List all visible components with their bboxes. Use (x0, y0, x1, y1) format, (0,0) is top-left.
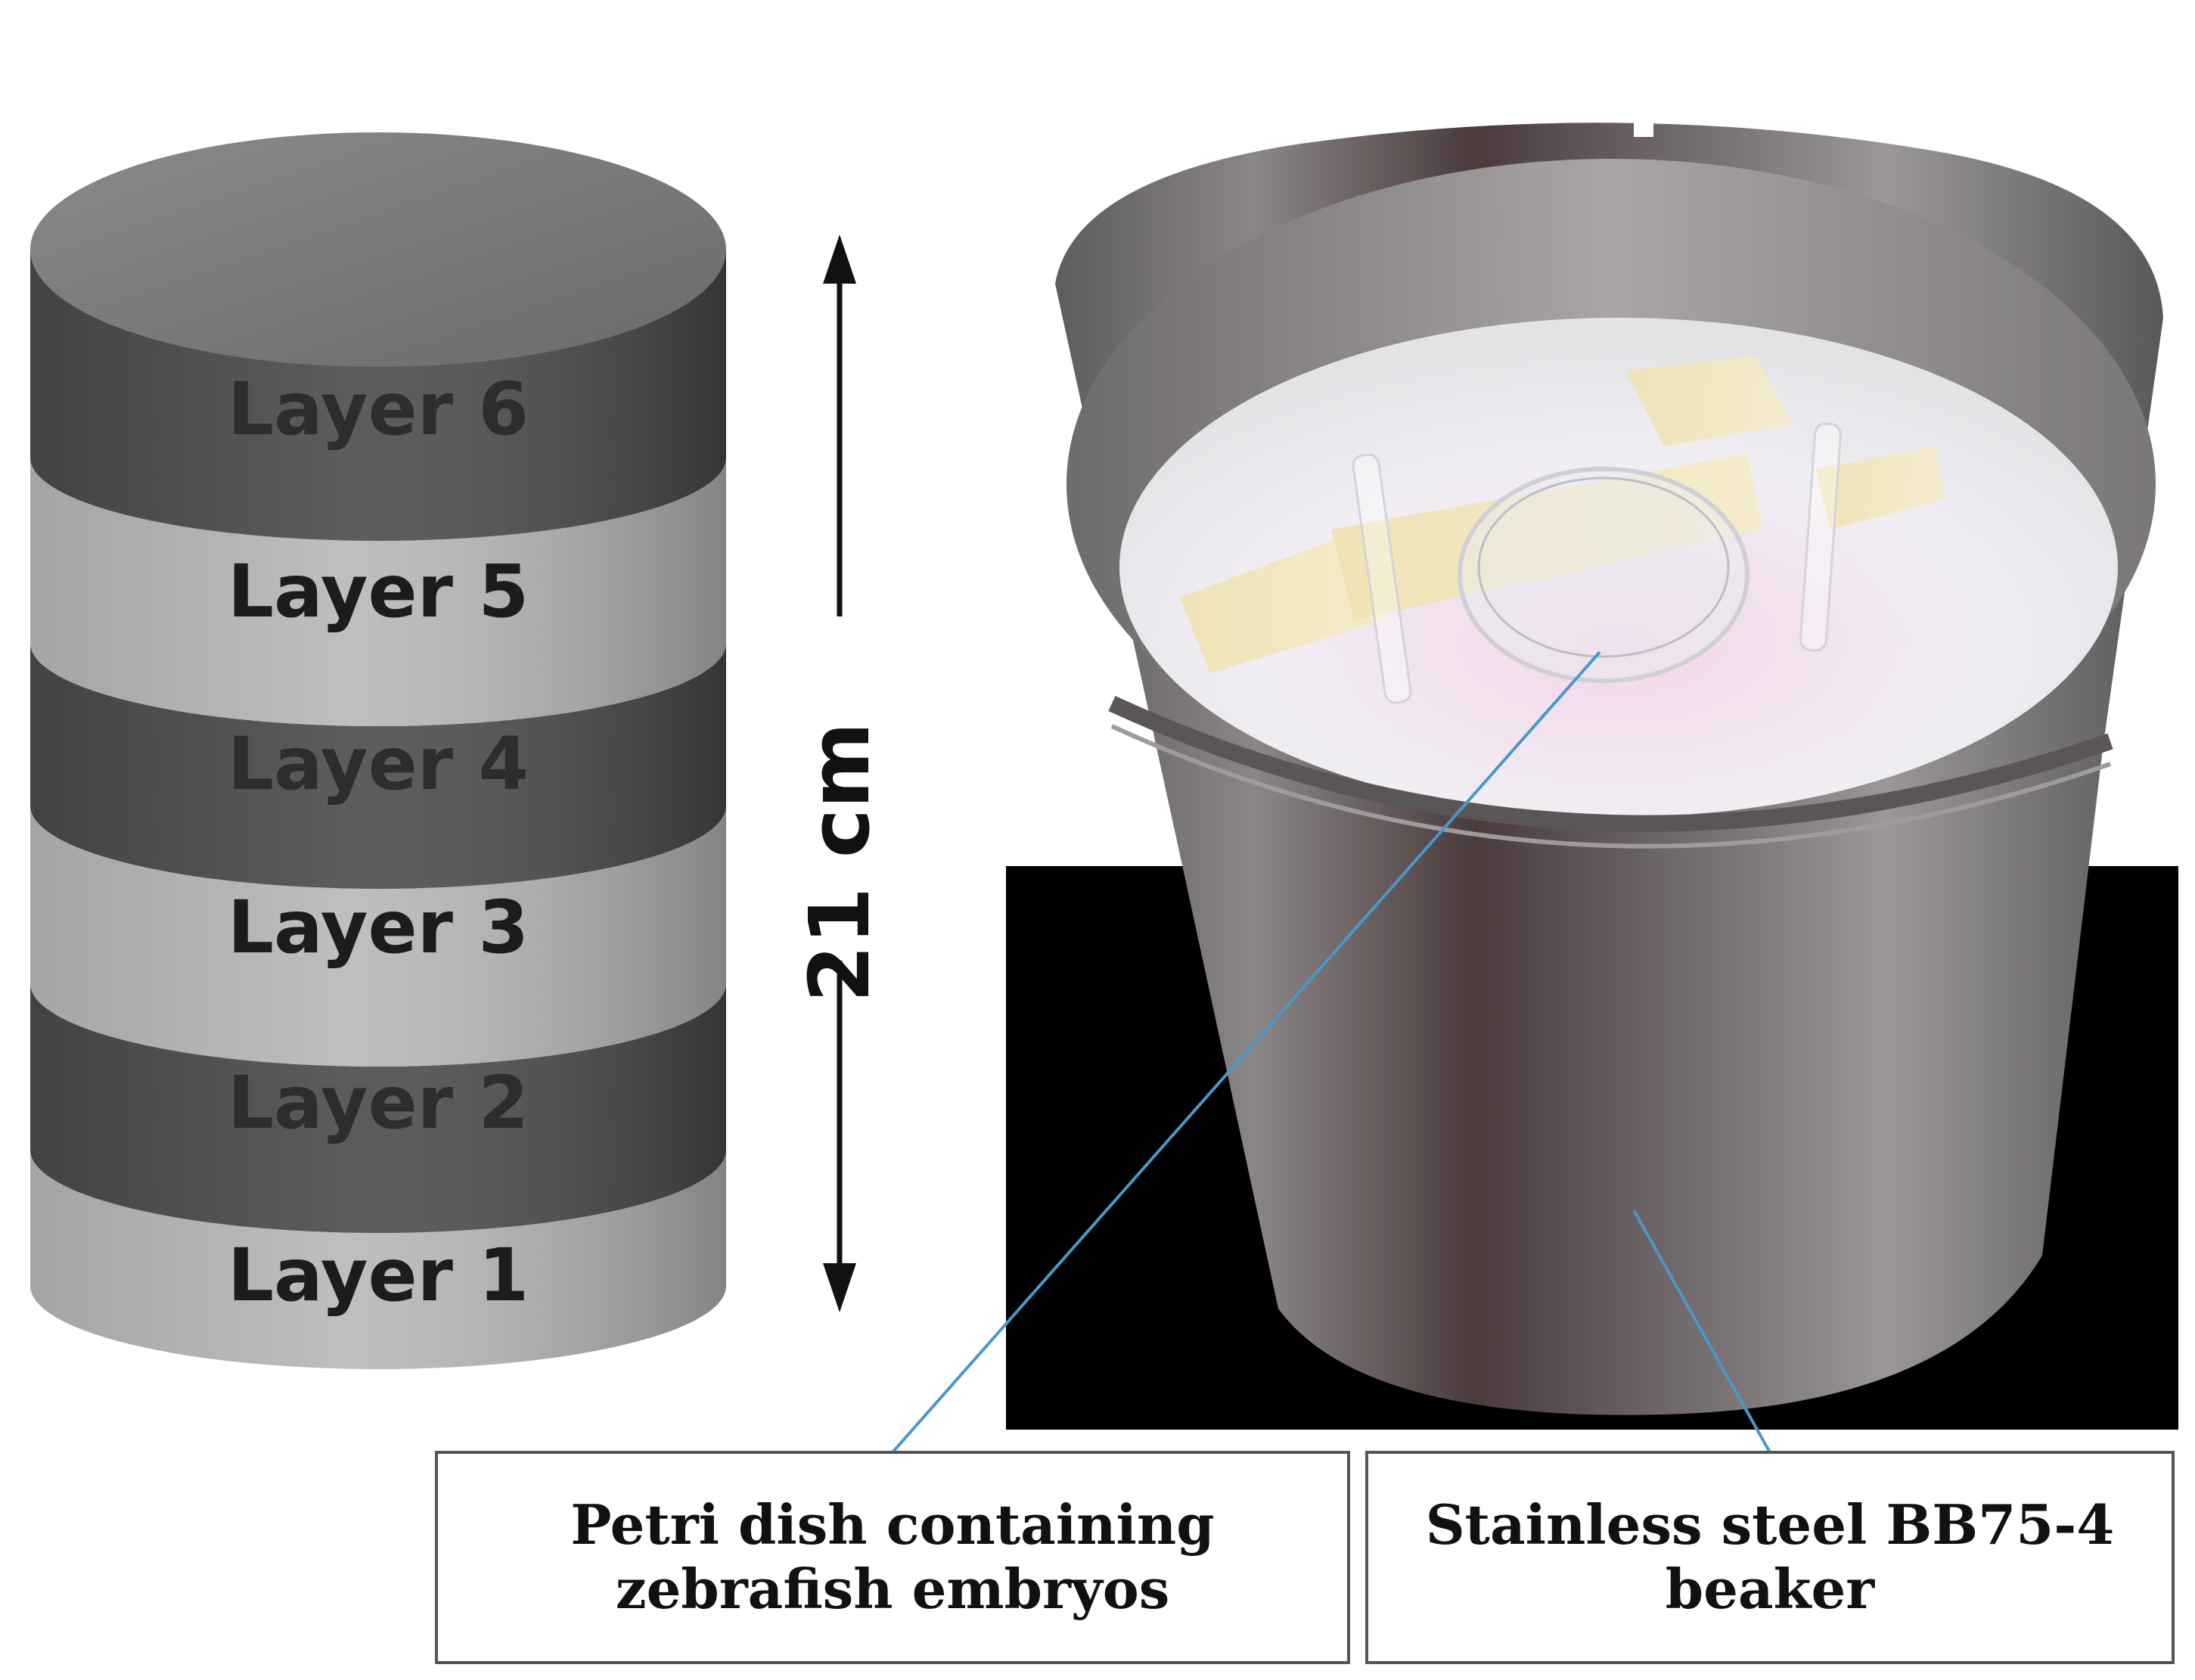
rim-notch (1634, 117, 1653, 137)
petri-dish-callout: Petri dish containing zebrafish embryos (435, 1451, 1350, 1664)
beaker-callout-line-2: beaker (1665, 1557, 1875, 1621)
beaker-callout: Stainless steel BB75-4 beaker (1365, 1451, 2175, 1664)
cylinder-shading (30, 250, 726, 1369)
glass-vial-right (1799, 422, 1842, 652)
petri-callout-line-2: zebrafish embryos (615, 1557, 1170, 1621)
beaker-photo (1006, 117, 2178, 1430)
arrow-head-top (823, 234, 856, 284)
petri-dish-rim (1477, 477, 1730, 658)
height-dimension-arrow (823, 234, 856, 1312)
beaker-rim-lip (1108, 696, 2113, 832)
arrow-head-bottom (823, 1263, 856, 1312)
glass-vial-left (1352, 453, 1412, 704)
height-dimension-label: 21 cm (791, 722, 888, 1003)
petri-dish (1458, 467, 1749, 683)
cylinder-top (30, 132, 726, 367)
petri-callout-line-1: Petri dish containing (570, 1492, 1215, 1557)
tape-strip-right (1626, 356, 1793, 446)
layered-cylinder (30, 132, 726, 1369)
tape-strip-left (1180, 529, 1384, 673)
beaker-rim-highlight (1110, 724, 2111, 849)
beaker-callout-line-1: Stainless steel BB75-4 (1425, 1492, 2115, 1557)
petri-callout-line (891, 651, 1601, 1454)
tape-strip-far-right (1815, 446, 1944, 529)
beaker-callout-line (1632, 1210, 1771, 1453)
